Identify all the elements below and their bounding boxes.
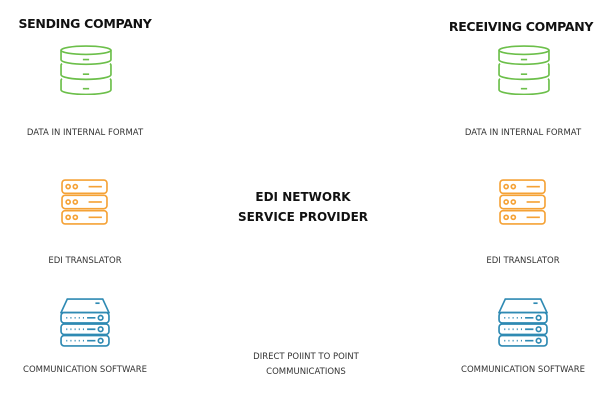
database-icon	[60, 45, 112, 95]
receiving-comm-label: COMMUNICATION SOFTWARE	[461, 365, 585, 375]
sending-translator-label: EDI TRANSLATOR	[48, 256, 122, 266]
center-line1: EDI NETWORK	[255, 190, 351, 204]
edi-network-provider: EDI NETWORK SERVICE PROVIDER	[238, 187, 368, 227]
network-server-icon	[498, 298, 548, 347]
server-rack-icon	[499, 179, 546, 225]
center-line2: SERVICE PROVIDER	[237, 210, 369, 224]
direct-line1: DIRECT POIINT TO POINT	[253, 352, 359, 362]
sending-data-label: DATA IN INTERNAL FORMAT	[26, 128, 144, 138]
direct-line2: COMMUNICATIONS	[266, 367, 346, 377]
receiving-company-title: RECEIVING COMPANY	[448, 19, 594, 34]
receiving-translator-label: EDI TRANSLATOR	[486, 256, 560, 266]
sending-comm-label: COMMUNICATION SOFTWARE	[23, 365, 147, 375]
sending-company-title: SENDING COMPANY	[18, 16, 152, 31]
server-rack-icon	[61, 179, 108, 225]
network-server-icon	[60, 298, 110, 347]
direct-communications: DIRECT POIINT TO POINT COMMUNICATIONS	[253, 350, 359, 380]
database-icon	[498, 45, 550, 95]
receiving-data-label: DATA IN INTERNAL FORMAT	[464, 128, 582, 138]
